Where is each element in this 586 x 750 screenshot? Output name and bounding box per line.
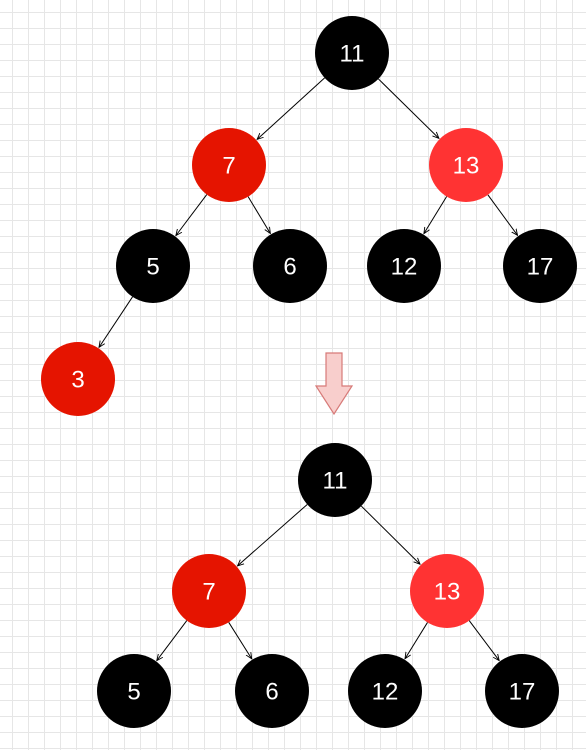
before-edge-7-to-5 xyxy=(176,194,208,236)
after-node-circle-12 xyxy=(348,654,422,728)
before-node-label-12: 12 xyxy=(391,254,418,281)
after-node-circle-5 xyxy=(97,654,171,728)
after-node-13: 13 xyxy=(410,554,484,628)
before-node-6: 6 xyxy=(253,229,327,303)
before-node-circle-6 xyxy=(253,229,327,303)
after-node-6: 6 xyxy=(235,654,309,728)
after-node-label-12: 12 xyxy=(372,679,399,706)
before-node-label-5: 5 xyxy=(146,254,159,281)
after-node-circle-6 xyxy=(235,654,309,728)
before-node-17: 17 xyxy=(503,229,577,303)
before-edge-5-to-3 xyxy=(99,296,133,348)
before-tree-edges xyxy=(99,77,518,348)
after-node-label-11: 11 xyxy=(323,468,348,495)
after-edge-7-to-5 xyxy=(157,620,188,661)
before-node-label-7: 7 xyxy=(222,153,235,180)
before-node-3: 3 xyxy=(41,342,115,416)
before-node-7: 7 xyxy=(192,128,266,202)
before-node-circle-5 xyxy=(116,229,190,303)
after-node-circle-17 xyxy=(485,654,559,728)
before-node-11: 11 xyxy=(315,16,389,90)
down-arrow-icon xyxy=(314,352,354,416)
after-node-label-5: 5 xyxy=(127,679,140,706)
after-node-circle-11 xyxy=(298,443,372,517)
after-node-label-13: 13 xyxy=(434,579,461,606)
before-node-13: 13 xyxy=(429,128,503,202)
after-edge-13-to-12 xyxy=(405,622,428,658)
before-node-circle-13 xyxy=(429,128,503,202)
before-node-label-6: 6 xyxy=(283,254,296,281)
after-node-label-7: 7 xyxy=(202,579,215,606)
before-edge-11-to-7 xyxy=(257,77,325,140)
before-node-5: 5 xyxy=(116,229,190,303)
before-edge-7-to-6 xyxy=(247,196,270,234)
before-node-circle-12 xyxy=(367,229,441,303)
after-node-5: 5 xyxy=(97,654,171,728)
before-edge-13-to-12 xyxy=(424,196,448,234)
before-node-label-13: 13 xyxy=(453,153,480,180)
before-node-label-11: 11 xyxy=(340,41,365,68)
after-edge-11-to-13 xyxy=(360,505,420,564)
after-edge-13-to-17 xyxy=(468,620,499,661)
before-edge-13-to-17 xyxy=(487,194,518,236)
before-node-circle-3 xyxy=(41,342,115,416)
before-node-circle-17 xyxy=(503,229,577,303)
before-edge-11-to-13 xyxy=(378,78,438,138)
before-node-12: 12 xyxy=(367,229,441,303)
after-node-circle-7 xyxy=(172,554,246,628)
before-node-label-17: 17 xyxy=(527,254,554,281)
after-node-17: 17 xyxy=(485,654,559,728)
after-node-circle-13 xyxy=(410,554,484,628)
after-tree-edges xyxy=(157,504,499,660)
before-node-circle-7 xyxy=(192,128,266,202)
before-tree: 11 7 13 5 6 12 17 3 xyxy=(41,16,577,416)
after-node-label-6: 6 xyxy=(265,679,278,706)
after-edge-11-to-7 xyxy=(238,504,308,565)
before-node-label-3: 3 xyxy=(71,367,84,394)
after-node-label-17: 17 xyxy=(509,679,536,706)
after-node-11: 11 xyxy=(298,443,372,517)
before-node-circle-11 xyxy=(315,16,389,90)
after-tree: 11 7 13 5 6 12 17 xyxy=(97,443,559,728)
after-node-7: 7 xyxy=(172,554,246,628)
after-edge-7-to-6 xyxy=(228,622,252,659)
after-node-12: 12 xyxy=(348,654,422,728)
